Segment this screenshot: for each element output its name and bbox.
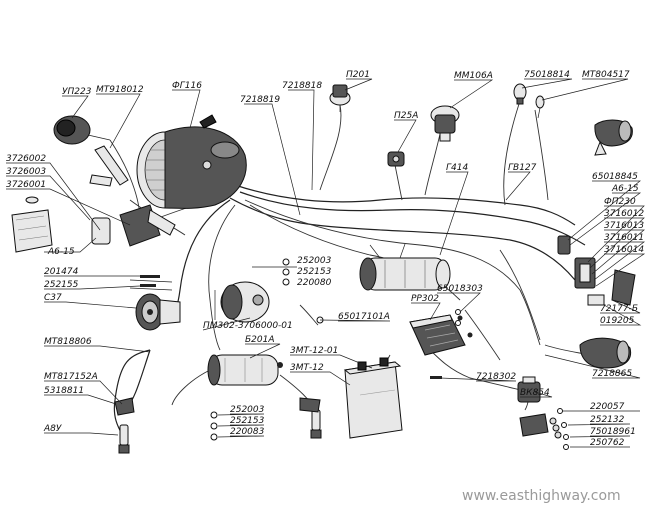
- label-zmt12-01: 3МТ-12-01: [290, 346, 338, 356]
- label-mt818806: МТ818806: [44, 337, 92, 347]
- label-65018845: 65018845: [592, 172, 638, 182]
- label-5318811: 5318811: [44, 386, 84, 396]
- relay-icon: [519, 413, 562, 439]
- label-3726002: 3726002: [6, 154, 46, 164]
- label-3716012: 3716012: [604, 209, 644, 219]
- label-3726003: 3726003: [6, 167, 46, 177]
- alternator-icon: [359, 243, 451, 291]
- rear-lamp-icon: [579, 337, 632, 369]
- label-gv127: ГВ127: [508, 163, 537, 173]
- label-201474: 201474: [44, 267, 79, 277]
- watermark: www.easthighway.com: [462, 488, 621, 504]
- switch-icon: [329, 84, 351, 112]
- label-mm106a: ММ106А: [454, 71, 493, 81]
- label-220080: 220080: [297, 278, 332, 288]
- label-75018814: 75018814: [524, 70, 570, 80]
- label-3716013: 3716013: [604, 221, 644, 231]
- part-labels: УП223 МТ918012 ФГ116 7218818 7218819 П20…: [6, 70, 644, 448]
- label-7218865: 7218865: [592, 369, 632, 379]
- label-vk854: ВК854: [520, 388, 550, 398]
- label-3716011: 3716011: [604, 233, 644, 243]
- leader-lines: [6, 78, 646, 448]
- label-3716014: 3716014: [604, 245, 644, 255]
- relay-regulator-icon: [409, 314, 473, 356]
- label-a6-15-left: А6-15: [47, 247, 75, 257]
- label-252003-top: 252003: [297, 256, 332, 266]
- label-3726001: 3726001: [6, 180, 46, 190]
- label-7218818: 7218818: [282, 81, 322, 91]
- tail-lamp-icon: [53, 115, 111, 145]
- label-pm302: ПМ302-3706000-01: [203, 321, 293, 331]
- pressure-sensor-icon: [430, 105, 460, 142]
- label-252153-bot: 252153: [230, 416, 265, 426]
- label-zmt12: 3МТ-12: [290, 363, 324, 373]
- label-7218302: 7218302: [476, 372, 516, 382]
- label-75018961: 75018961: [590, 427, 636, 437]
- bulb-icon: [513, 83, 545, 119]
- label-a8u: А8У: [43, 424, 62, 434]
- label-252153-top: 252153: [297, 267, 332, 277]
- label-fp230: ФП230: [604, 197, 636, 207]
- label-pp302: РР302: [411, 294, 439, 304]
- label-65018303: 65018303: [437, 284, 483, 294]
- label-up223: УП223: [62, 87, 92, 97]
- bracket-icon: [89, 145, 129, 187]
- headlamp-icon: [136, 114, 247, 209]
- label-mt817152a: МТ817152А: [44, 372, 98, 382]
- label-220083: 220083: [230, 427, 265, 437]
- coil-icon: [207, 354, 283, 386]
- label-p25a: П25А: [394, 111, 418, 121]
- label-b201a: Б201А: [245, 335, 275, 345]
- label-65017101a: 65017101А: [338, 312, 390, 322]
- label-220057: 220057: [590, 402, 625, 412]
- label-c37: С37: [44, 293, 62, 303]
- label-mt918012: МТ918012: [96, 85, 144, 95]
- horn-icon: [129, 279, 181, 331]
- label-250762: 250762: [590, 438, 625, 448]
- label-mt804517: МТ804517: [582, 70, 630, 80]
- label-fg116: ФГ116: [172, 81, 202, 91]
- label-7218819: 7218819: [240, 95, 280, 105]
- rear-lamp-icon: [594, 119, 633, 156]
- label-252003-bot: 252003: [230, 405, 265, 415]
- label-252132: 252132: [590, 415, 625, 425]
- label-72177b: 72177-Б: [600, 304, 638, 314]
- fuse-icon: [574, 257, 636, 306]
- reflector-icon: [11, 196, 111, 253]
- battery-icon: [343, 357, 403, 439]
- spark-plug-icon: [114, 397, 322, 454]
- switch-icon: [119, 204, 176, 247]
- label-252155: 252155: [44, 280, 79, 290]
- label-019205: 019205: [600, 316, 635, 326]
- label-p201: П201: [346, 70, 370, 80]
- connector-icon: [557, 235, 571, 255]
- sensor-icon: [387, 151, 405, 167]
- generator-icon: [214, 281, 270, 323]
- label-a6-15-right: А6-15: [611, 184, 639, 194]
- label-g414: Г414: [446, 163, 468, 173]
